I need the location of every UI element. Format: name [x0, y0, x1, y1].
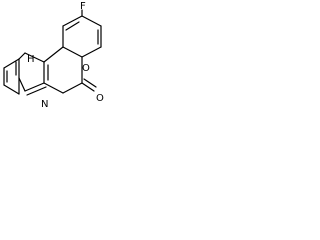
bond-double [65, 21, 80, 31]
bond [24, 52, 45, 63]
carbonyl-oxygen-label: O [96, 93, 104, 104]
fluorine-label: F [80, 1, 86, 12]
bond [18, 77, 26, 92]
bond [62, 15, 83, 27]
bond-carbonyl [81, 82, 95, 92]
bond [62, 82, 83, 94]
bond [3, 58, 20, 69]
bond [3, 84, 20, 95]
bond [62, 46, 83, 58]
chemical-structure-diagram: F O O H N [3, 1, 104, 110]
structure-canvas: F O O H N [0, 0, 116, 123]
bond-lines [3, 9, 102, 96]
bond-double [26, 86, 47, 96]
bond [43, 46, 64, 63]
bond [81, 46, 102, 58]
nh-label: H [27, 54, 35, 65]
imine-nitrogen-label: N [41, 99, 48, 110]
ring-oxygen-label: O [82, 63, 90, 74]
bond [24, 82, 45, 92]
bond-carbonyl-double [83, 78, 97, 88]
bond [43, 82, 64, 94]
bond [18, 52, 26, 60]
bond [81, 15, 102, 27]
